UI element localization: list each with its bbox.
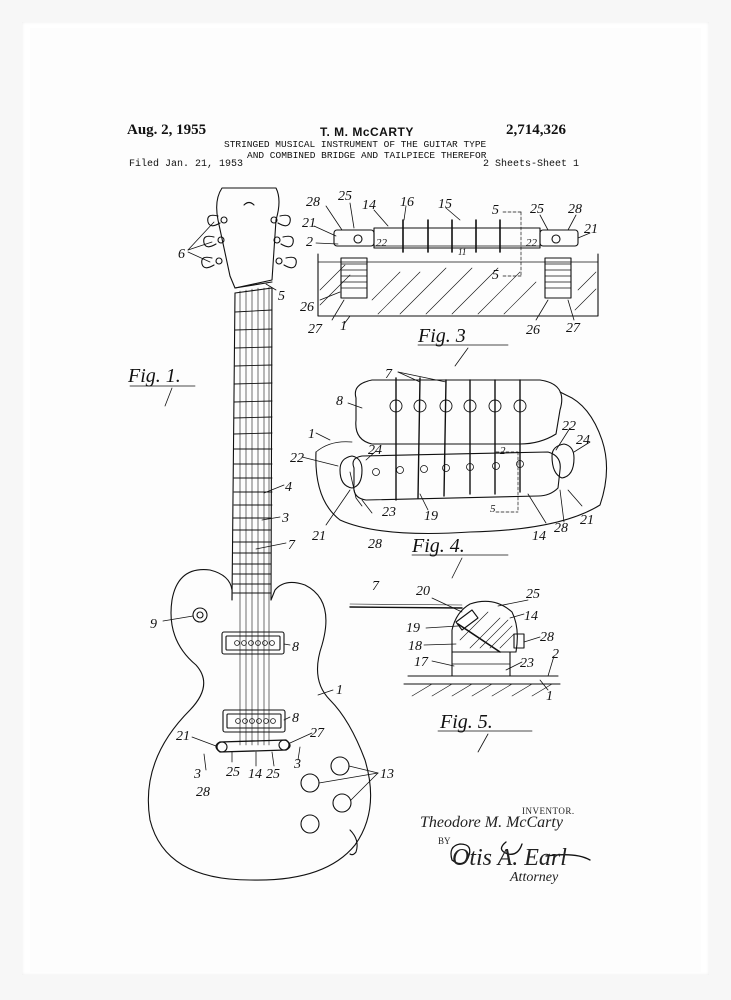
fig3-ref-22-right: 22 (526, 237, 538, 249)
fig4-ref-5: 5 (490, 503, 496, 515)
fig1-ref-21-left: 21 (176, 729, 190, 744)
fig1-ref-9: 9 (150, 617, 157, 632)
fig1-ref-14: 14 (248, 767, 262, 782)
fig4-ref-24-left: 24 (368, 443, 382, 458)
inventor-header: T. M. McCARTY (320, 125, 414, 139)
fig3-label: Fig. 3 (417, 325, 466, 347)
fig4-ref-14: 14 (532, 529, 546, 544)
fig1-ref-7: 7 (288, 538, 296, 553)
fig1-guitar-drawing: 6 5 4 3 7 9 8 8 1 21 27 3 3 25 14 25 28 … (127, 187, 394, 881)
fig4-ref-22-left: 22 (290, 451, 304, 466)
fig3-ref-22-left: 22 (376, 237, 388, 249)
fig3-ref-1: 1 (340, 319, 347, 334)
attorney-label: Attorney (510, 870, 559, 885)
signature-flourish (450, 841, 591, 865)
fig5-ref-18: 18 (408, 639, 422, 654)
fig1-ref-25-left: 25 (226, 765, 240, 780)
fig3-ref-26-right: 26 (526, 323, 540, 338)
fig4-ref-24-right: 24 (576, 433, 590, 448)
patent-title-line-2: AND COMBINED BRIDGE AND TAILPIECE THEREF… (247, 150, 487, 161)
fig3-ref-5-top: 5 (492, 203, 499, 218)
fig3-ref-26-left: 26 (300, 300, 314, 315)
fig1-ref-8-bridge: 8 (292, 711, 299, 726)
fig1-ref-1: 1 (336, 683, 343, 698)
fig3-ref-16: 16 (400, 195, 414, 210)
fig5-ref-7: 7 (372, 579, 380, 594)
inventor-signature: Theodore M. McCarty (420, 814, 563, 831)
fig1-ref-3-left: 3 (193, 767, 201, 782)
fig1-ref-6: 6 (178, 247, 185, 262)
fig4-ref-22-right: 22 (562, 419, 576, 434)
fig3-ref-21-right: 21 (584, 222, 598, 237)
fig5-ref-19: 19 (406, 621, 420, 636)
filed-date: Filed Jan. 21, 1953 (129, 159, 244, 170)
fig3-ref-27-right: 27 (566, 321, 581, 336)
fig4-ref-23: 23 (382, 505, 396, 520)
fig5-ref-25: 25 (526, 587, 540, 602)
fig3-ref-25-left: 25 (338, 189, 352, 204)
fig3-ref-27-left: 27 (308, 322, 323, 337)
attorney-signature: Otis A. Earl (452, 845, 567, 871)
fig1-ref-13: 13 (380, 767, 394, 782)
fig5-ref-20: 20 (416, 584, 430, 599)
fig3-ref-5-bottom: 5 (492, 268, 499, 283)
fig3-ref-14: 14 (362, 198, 376, 213)
fig3-ref-28-right: 28 (568, 202, 582, 217)
patent-date: Aug. 2, 1955 (127, 122, 207, 138)
by-label: BY (438, 836, 451, 846)
fig5-ref-23: 23 (520, 656, 534, 671)
fig4-bridge-perspective: 7 8 1 22 24 22 24 2 21 23 19 5 14 28 21 … (290, 367, 608, 579)
fig4-ref-28-right: 28 (554, 521, 568, 536)
fig3-ref-28-left: 28 (306, 195, 320, 210)
fig4-ref-21-left: 21 (312, 529, 326, 544)
fig1-ref-25-right: 25 (266, 767, 280, 782)
fig4-ref-19: 19 (424, 509, 438, 524)
fig3-ref-21-left: 21 (302, 216, 316, 231)
fig5-ref-2: 2 (552, 647, 559, 662)
fig5-ref-14: 14 (524, 609, 538, 624)
fig4-ref-21-right: 21 (580, 513, 594, 528)
fig4-label: Fig. 4. (411, 535, 465, 557)
fig4-ref-28-left: 28 (368, 537, 382, 552)
fig5-ref-1: 1 (546, 689, 553, 704)
inventor-label: INVENTOR. (522, 806, 575, 816)
fig3-ref-15: 15 (438, 197, 452, 212)
sheet-count: 2 Sheets-Sheet 1 (483, 159, 580, 170)
fig1-ref-4: 4 (285, 480, 292, 495)
fig3-ref-2: 2 (306, 235, 313, 250)
patent-title-line-1: STRINGED MUSICAL INSTRUMENT OF THE GUITA… (224, 139, 487, 150)
fig4-ref-2: 2 (500, 445, 506, 457)
patent-number: 2,714,326 (506, 122, 566, 138)
fig4-ref-7: 7 (385, 367, 393, 382)
fig3-bridge-section: 28 25 14 16 15 5 25 28 21 21 2 22 22 11 … (300, 189, 599, 367)
fig1-ref-8-neck: 8 (292, 640, 299, 655)
fig4-ref-1: 1 (308, 427, 315, 442)
fig1-ref-5: 5 (278, 289, 285, 304)
fig4-ref-8: 8 (336, 394, 343, 409)
fig5-ref-17: 17 (414, 655, 429, 670)
fig5-saddle-detail: 7 20 25 14 19 18 28 17 23 2 1 Fig. 5. (349, 579, 561, 753)
fig1-label: Fig. 1. (127, 365, 181, 387)
fig1-ref-3-right: 3 (293, 757, 301, 772)
fig1-ref-28: 28 (196, 785, 210, 800)
fig5-ref-28: 28 (540, 630, 554, 645)
fig3-ref-11: 11 (458, 247, 466, 257)
fig3-ref-25-right: 25 (530, 202, 544, 217)
fig5-label: Fig. 5. (439, 711, 493, 733)
fig1-ref-27: 27 (310, 726, 325, 741)
fig1-ref-3: 3 (281, 511, 289, 526)
